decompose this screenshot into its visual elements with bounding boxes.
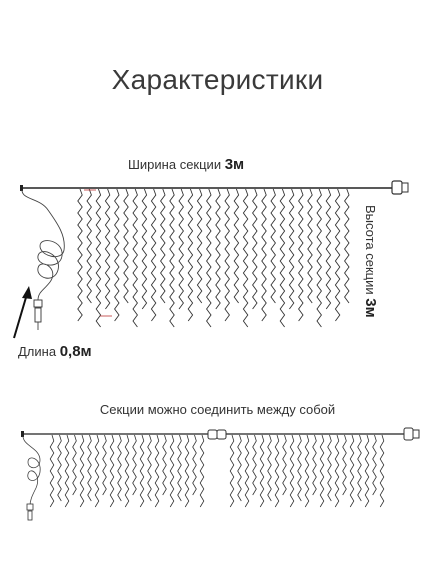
light-strand: [109, 434, 115, 508]
light-strand: [242, 188, 249, 328]
section-width-label: Ширина секции: [128, 157, 222, 172]
light-strand: [237, 434, 242, 502]
light-strand: [259, 434, 265, 508]
section-width-caption: Ширина секции 3м: [128, 156, 244, 173]
light-strand: [342, 434, 347, 496]
cable-length-label: Длина: [18, 344, 57, 359]
light-strand: [57, 434, 62, 502]
light-strand: [252, 434, 257, 496]
light-strand: [124, 434, 130, 508]
section-width-value: 3м: [224, 156, 245, 173]
light-strand: [357, 434, 362, 502]
light-strand: [229, 434, 235, 508]
light-strand: [169, 434, 175, 508]
light-strand: [372, 434, 377, 496]
light-strand: [86, 188, 92, 304]
light-strand: [123, 188, 129, 304]
light-strand: [316, 188, 322, 328]
arrow-icon: [13, 286, 32, 339]
light-strand: [72, 434, 77, 496]
light-strand: [49, 434, 55, 508]
cable-length-value: 0,8м: [59, 343, 92, 360]
power-plug-icon: [391, 180, 409, 195]
light-strand: [279, 188, 286, 328]
light-strand: [325, 188, 332, 310]
coiled-cable-icon: [22, 435, 41, 521]
light-strand: [169, 188, 175, 328]
light-strand: [139, 434, 145, 508]
light-strand: [102, 434, 107, 496]
light-strand: [187, 188, 194, 322]
light-strand: [162, 434, 167, 496]
light-strand: [117, 434, 122, 502]
light-strand: [307, 188, 313, 304]
light-strand: [132, 188, 138, 328]
light-strand: [334, 434, 340, 508]
light-strand: [184, 434, 190, 508]
power-plug-icon: [403, 427, 420, 441]
light-strand: [114, 188, 120, 322]
light-strand: [104, 188, 111, 310]
light-strand: [344, 188, 350, 304]
joined-sections-icon: [21, 427, 420, 521]
light-strand: [141, 188, 148, 310]
light-strand: [150, 188, 157, 322]
light-strand: [192, 434, 197, 496]
light-strand: [244, 434, 250, 508]
light-strand: [334, 188, 341, 322]
light-strand: [87, 434, 92, 502]
light-strand: [178, 188, 184, 310]
page-title: Характеристики: [111, 64, 324, 95]
cable-length-caption: Длина 0,8м: [18, 343, 92, 360]
light-strand: [94, 434, 100, 508]
light-strand: [224, 188, 230, 322]
light-strand: [327, 434, 332, 502]
light-strand: [160, 188, 166, 304]
light-strand: [304, 434, 310, 508]
light-strand: [79, 434, 85, 508]
light-strand: [379, 434, 385, 508]
light-strand: [288, 188, 295, 310]
light-strand: [147, 434, 152, 502]
light-strand: [196, 188, 203, 304]
curtain-light-section-icon: [20, 185, 392, 328]
light-strand: [252, 188, 258, 310]
light-strand: [215, 188, 221, 310]
connector-icon: [207, 429, 227, 440]
light-strand: [274, 434, 280, 508]
light-strand: [233, 188, 240, 304]
light-strand: [298, 188, 304, 322]
light-strand: [261, 188, 267, 322]
light-strand: [64, 434, 70, 508]
light-strand: [364, 434, 370, 508]
light-strand: [206, 188, 212, 328]
light-strand: [319, 434, 325, 508]
light-strand: [132, 434, 137, 496]
join-note: Секции можно соединить между собой: [99, 402, 336, 417]
light-strand: [282, 434, 287, 496]
light-strand: [267, 434, 272, 502]
light-strand: [177, 434, 182, 502]
light-strand: [95, 188, 102, 328]
light-strand: [312, 434, 317, 496]
light-strand: [349, 434, 355, 508]
light-strand: [270, 188, 276, 304]
light-strand: [289, 434, 295, 508]
light-strand: [199, 434, 205, 508]
light-strand: [154, 434, 160, 508]
light-strand: [297, 434, 302, 502]
coiled-cable-icon: [21, 189, 65, 330]
light-strand: [77, 188, 83, 322]
